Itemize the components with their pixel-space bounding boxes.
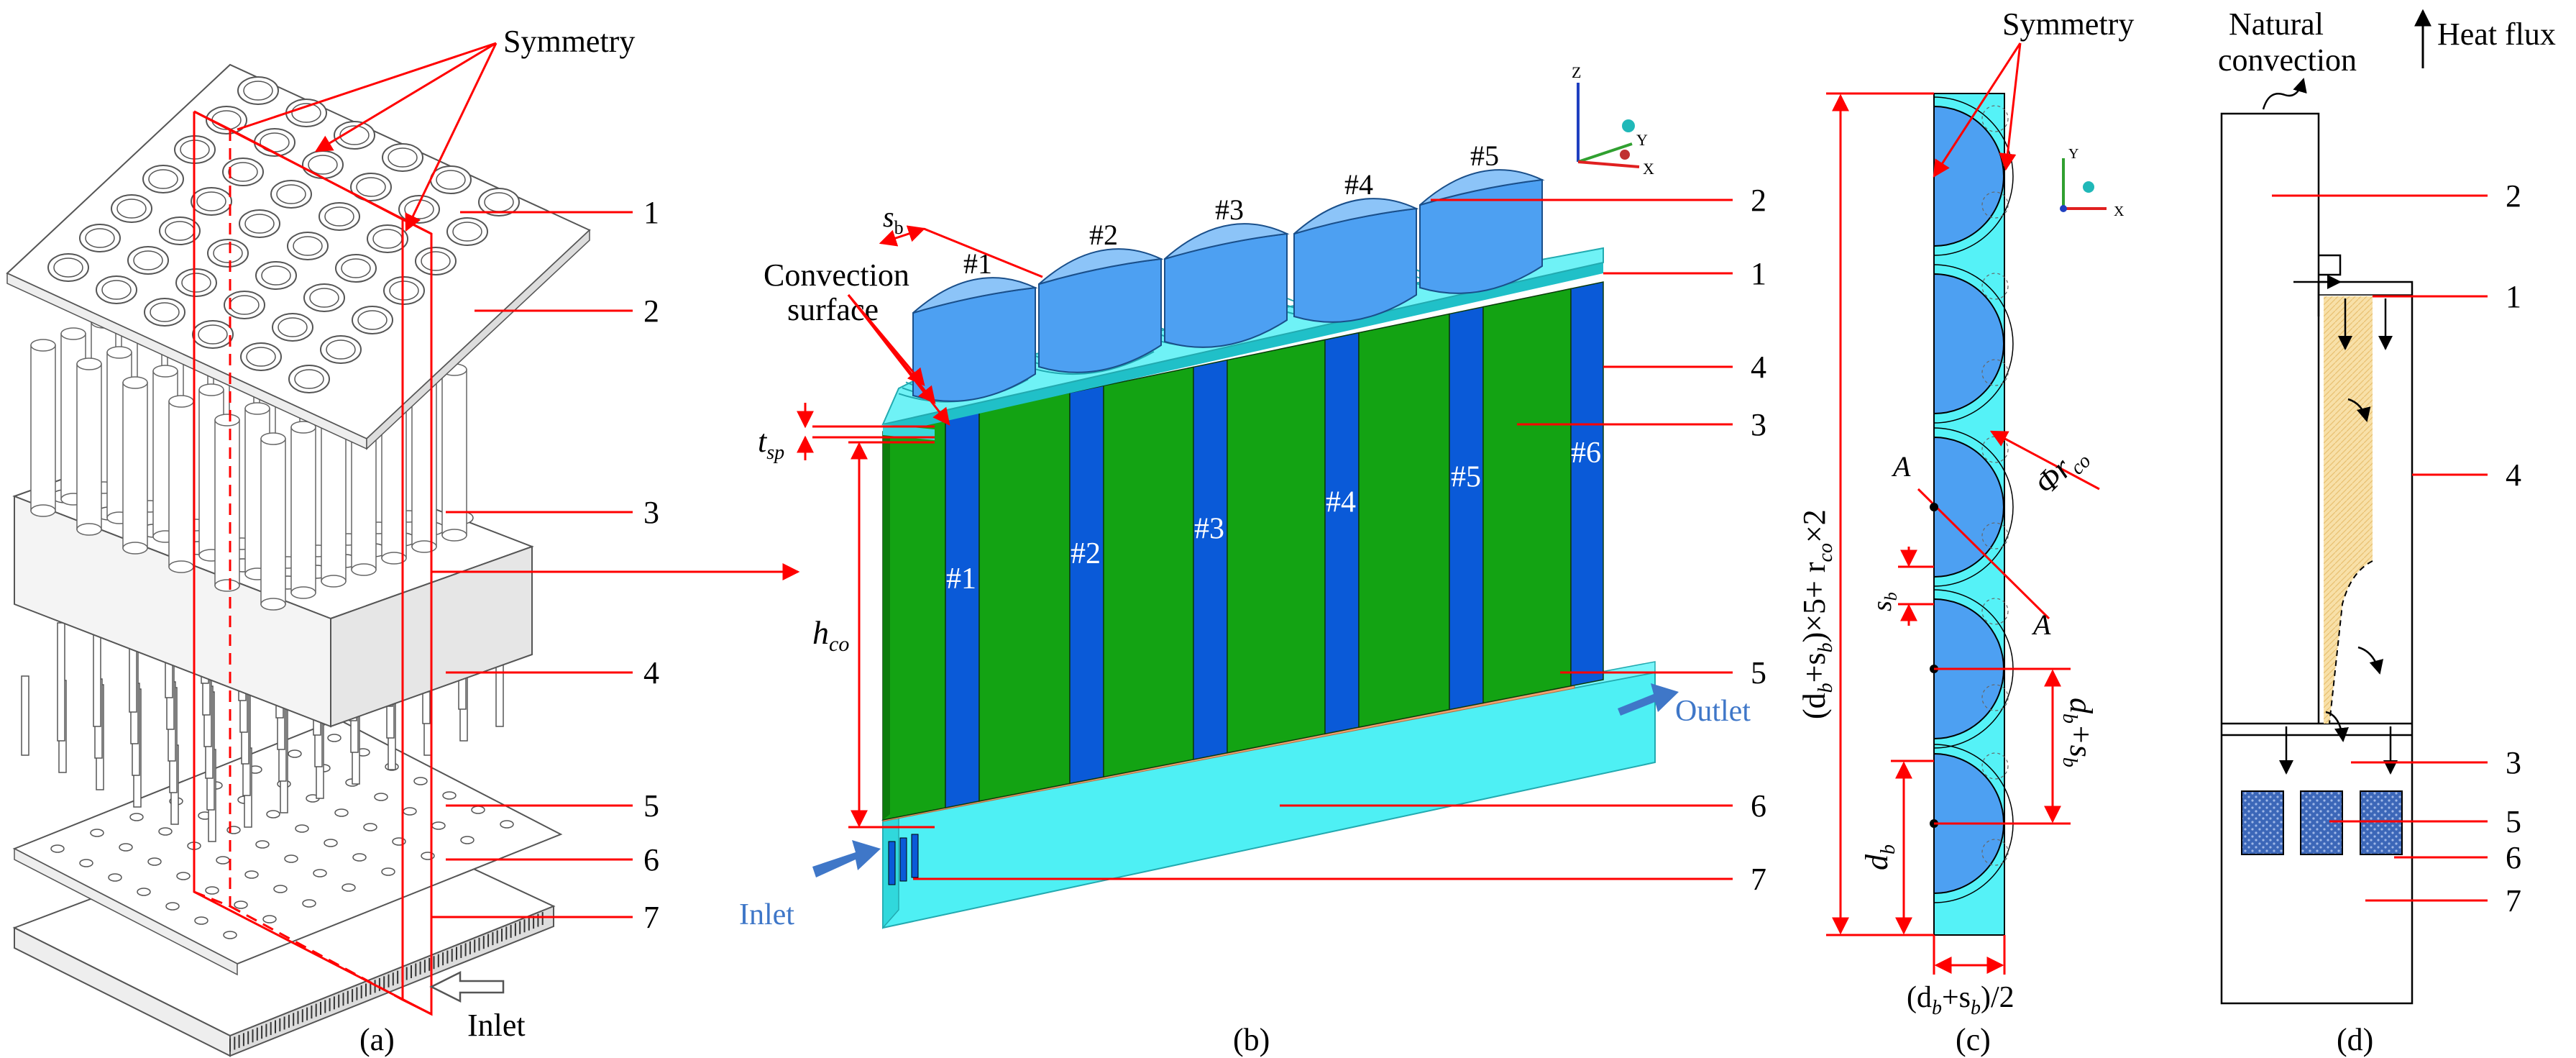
callout-d-4: 4 <box>2506 457 2521 493</box>
axis-x-c: X <box>2114 204 2124 219</box>
callout-b-6: 6 <box>1751 788 1766 824</box>
symmetry-label-a: Symmetry <box>503 24 635 59</box>
caption-c: (c) <box>1956 1022 1991 1057</box>
vertical-dimension-label: (db+sb)×5+ rco×2 <box>1797 509 1837 719</box>
outlet-arrow <box>1618 683 1679 716</box>
cell-label-2: #2 <box>1089 219 1118 251</box>
sb-label-c: sb <box>1867 592 1901 611</box>
sb-label-b: sb <box>883 201 904 238</box>
callout-a-4: 4 <box>643 655 659 690</box>
convection-label-line1: Convection <box>764 257 909 293</box>
callout-a-2: 2 <box>643 293 659 329</box>
cell-label-4: #4 <box>1344 168 1373 201</box>
symmetry-label-c: Symmetry <box>2002 6 2134 42</box>
channel-label-4: #4 <box>1326 486 1356 519</box>
callout-a-1: 1 <box>643 195 659 230</box>
battery-cells-b <box>912 169 1545 402</box>
phi-rco-label: Φrco <box>2027 437 2095 505</box>
axis-y-b: Y <box>1636 131 1648 149</box>
caption-d: (d) <box>2337 1022 2373 1057</box>
callout-d-7: 7 <box>2506 883 2521 918</box>
cell-label-3: #3 <box>1215 193 1244 226</box>
callout-d-6: 6 <box>2506 840 2521 875</box>
callout-b-3: 3 <box>1751 407 1766 442</box>
callout-a-7: 7 <box>643 900 659 935</box>
callout-b-2: 2 <box>1751 183 1766 218</box>
panel-a: Symmetry 1 2 3 4 5 6 7 Inlet (a) <box>6 24 800 1057</box>
callout-b-4: 4 <box>1751 350 1766 385</box>
channel-label-6: #6 <box>1571 437 1601 470</box>
bottom-dimension-label: (db+sb)/2 <box>1907 981 2014 1019</box>
callout-a-5: 5 <box>643 788 659 824</box>
cell-cross-sections <box>1933 96 2014 903</box>
top-plate <box>6 63 591 450</box>
panel-c: Y X Symmetry (db+sb)×5+ rco×2 Φrco A A <box>1797 6 2134 1057</box>
channel-label-1: #1 <box>946 562 976 596</box>
panel-b: Z Y X #1 #2 #3 #4 #5 #6 #1 #2 #3 #4 #5 <box>739 63 1766 1057</box>
channel-label-5: #5 <box>1451 461 1481 494</box>
channel-label-3: #3 <box>1194 513 1224 546</box>
caption-b: (b) <box>1233 1022 1270 1057</box>
convection-label-line2: surface <box>787 292 879 327</box>
inlet-arrow-a <box>429 970 505 1003</box>
heat-flux-label: Heat flux <box>2437 17 2556 52</box>
natural-label-line2: convection <box>2218 42 2357 78</box>
channel-label-2: #2 <box>1071 537 1101 570</box>
outlet-label: Outlet <box>1675 695 1751 728</box>
db-label-c: db <box>1859 844 1899 870</box>
callout-a-3: 3 <box>643 495 659 530</box>
callout-d-5: 5 <box>2506 804 2521 839</box>
cell-label-5: #5 <box>1470 140 1499 172</box>
inlet-arrow-b <box>812 840 881 877</box>
caption-a: (a) <box>359 1022 395 1057</box>
natural-label-line1: Natural <box>2229 6 2324 42</box>
pcm-region <box>2324 296 2373 724</box>
hco-label-b: hco <box>812 614 849 656</box>
callout-d-1: 1 <box>2506 279 2521 314</box>
axis-y-c: Y <box>2068 146 2078 162</box>
section-a-top: A <box>1891 450 1911 483</box>
axis-triad-c: Y X <box>2060 146 2124 219</box>
section-a-bottom: A <box>2031 608 2051 641</box>
cell-label-1: #1 <box>963 247 992 280</box>
callout-b-5: 5 <box>1751 655 1766 690</box>
callout-d-3: 3 <box>2506 745 2521 780</box>
channel-wall: #1 #2 #3 #4 #5 #6 <box>882 281 1604 821</box>
axis-x-b: X <box>1643 160 1654 178</box>
tsp-label-b: tsp <box>758 424 784 464</box>
axis-triad-b: Z Y X <box>1572 63 1654 178</box>
distribution-plate <box>12 718 563 976</box>
axis-z-b: Z <box>1572 63 1581 81</box>
db-sb-label-c: db+sb <box>2058 698 2099 767</box>
callout-d-2: 2 <box>2506 178 2521 214</box>
callout-b-7: 7 <box>1751 862 1766 897</box>
callout-a-6: 6 <box>643 842 659 877</box>
callout-b-1: 1 <box>1751 256 1766 291</box>
panel-d: Natural convection Heat flux <box>2218 6 2556 1057</box>
inlet-label-b: Inlet <box>739 898 794 931</box>
inlet-label-a: Inlet <box>467 1008 526 1043</box>
